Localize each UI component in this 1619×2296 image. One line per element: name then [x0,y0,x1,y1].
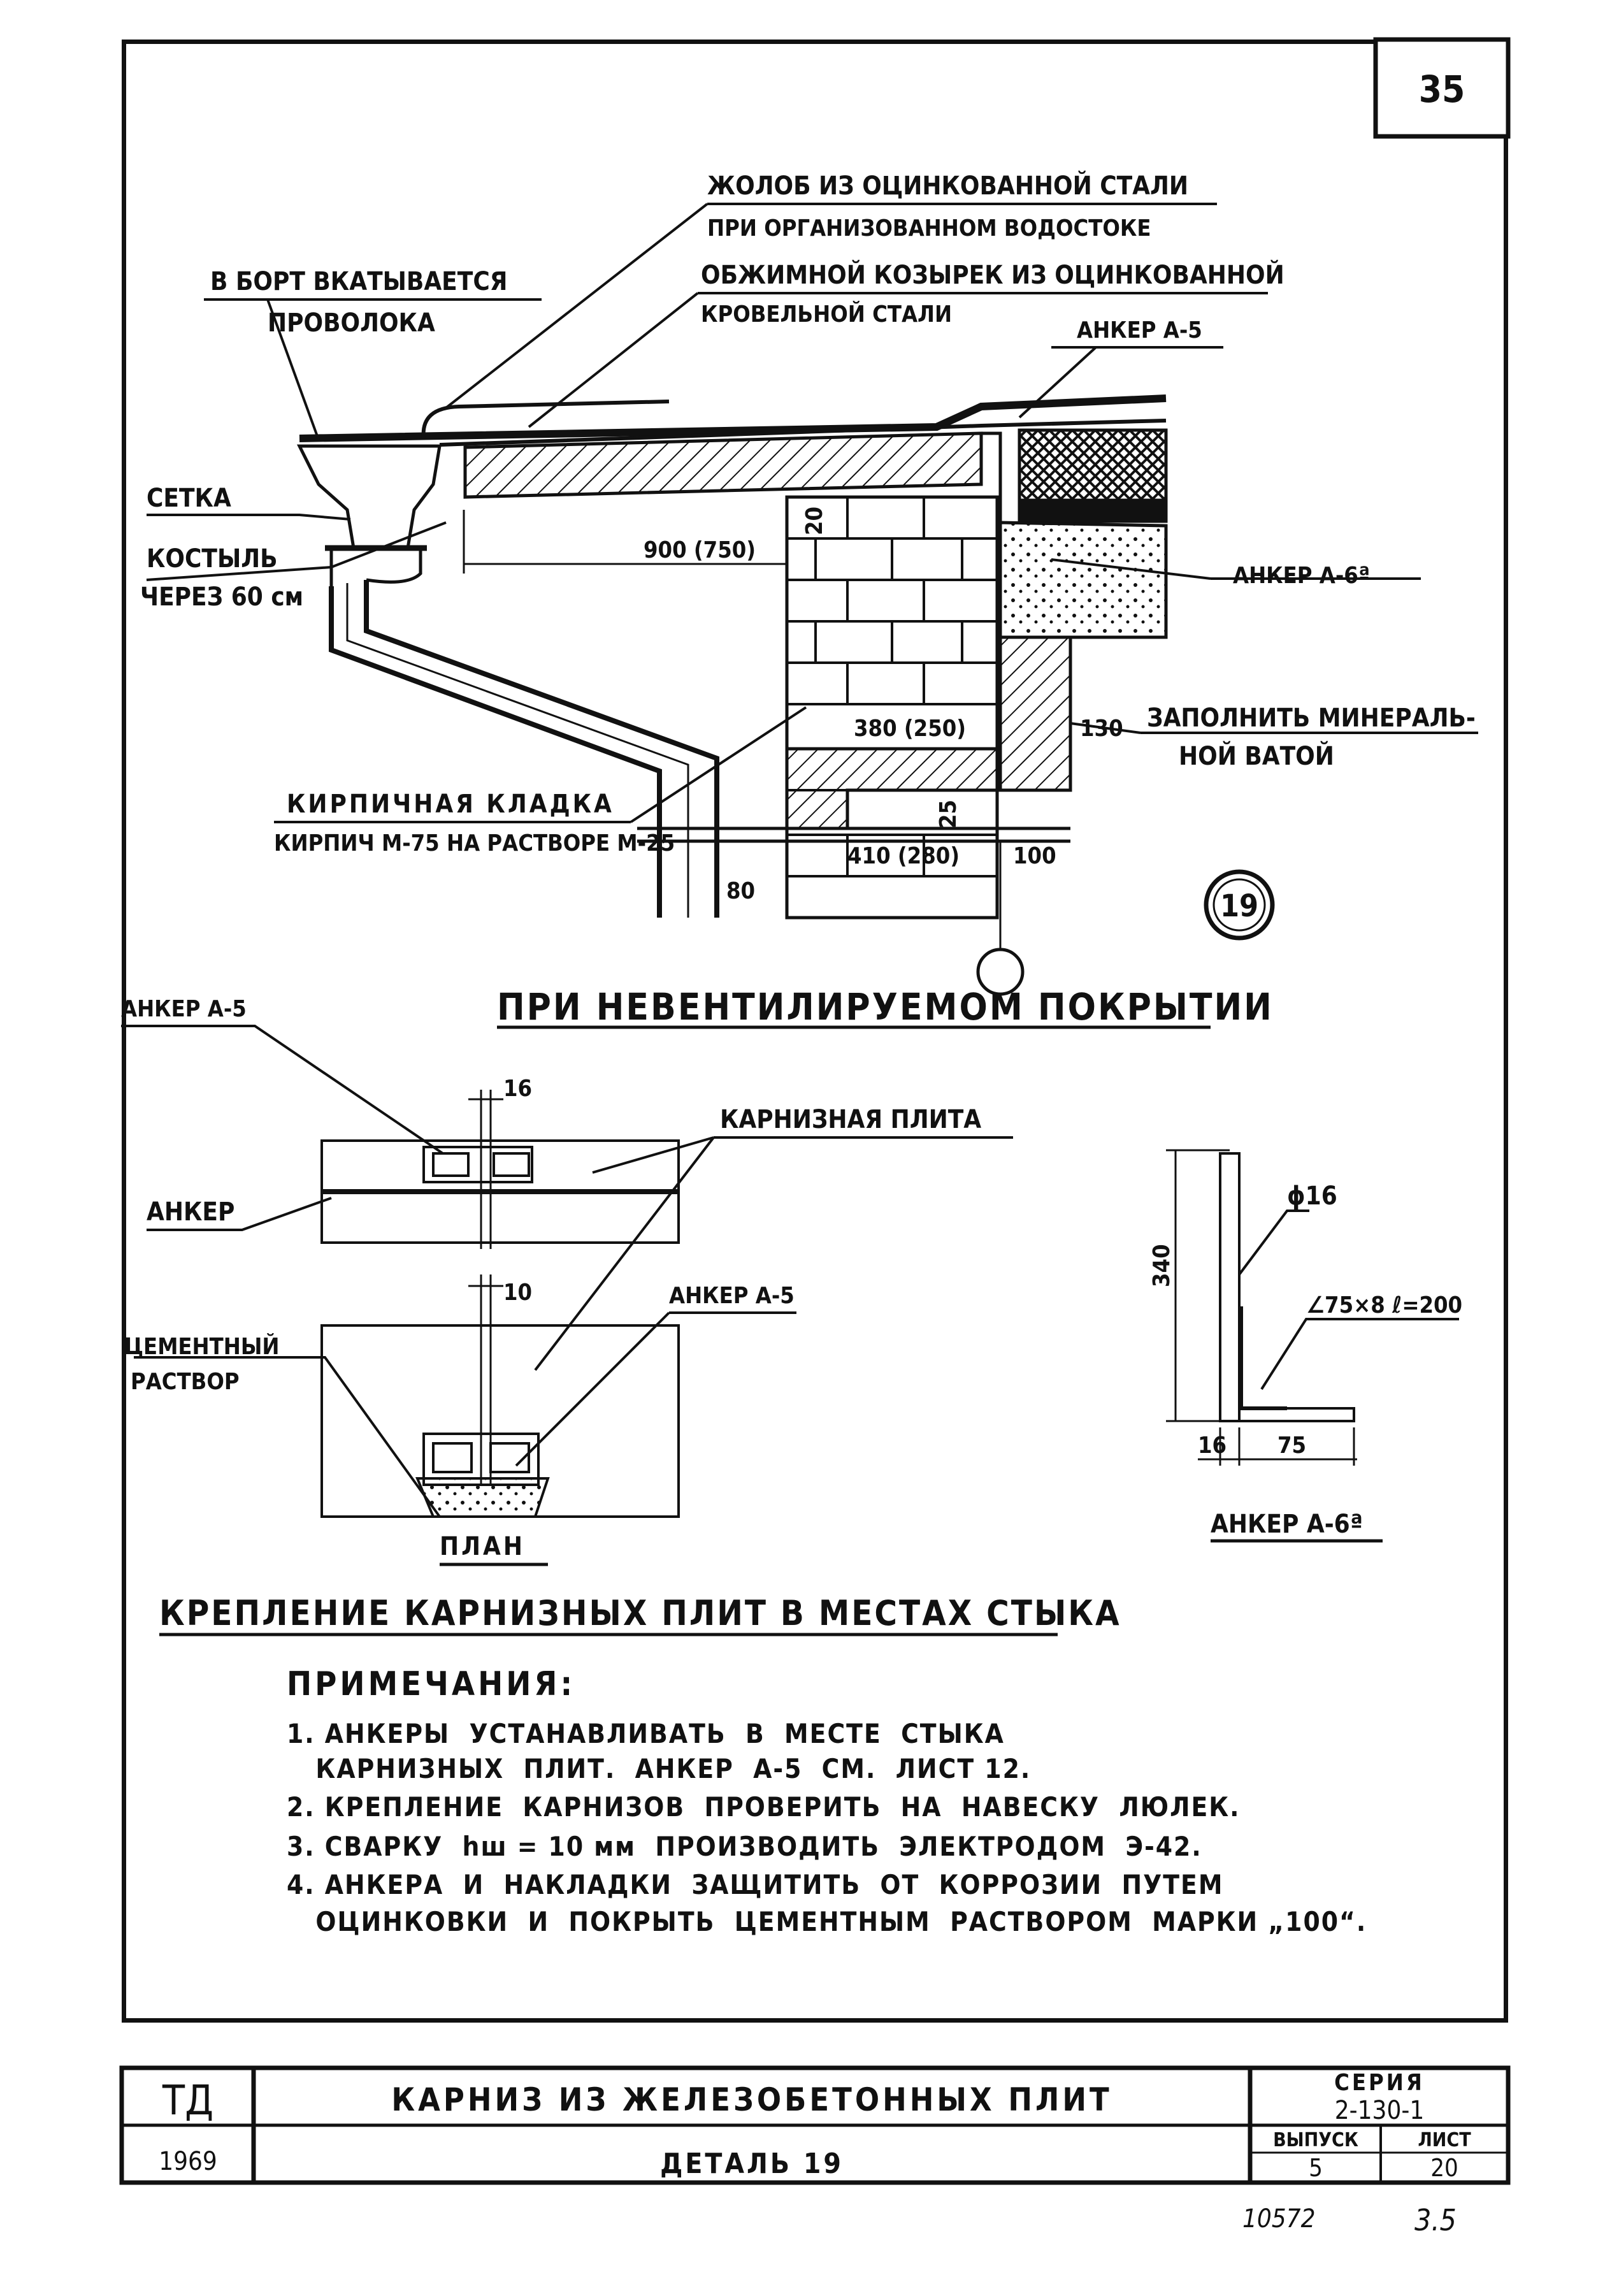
notes-block: ПРИМЕЧАНИЯ: 1. АНКЕРЫ УСТАНАВЛИВАТЬ В МЕ… [287,1665,1367,1937]
plan-label: ПЛАН [440,1532,525,1561]
anchor-dimension-340: 340 [1149,1244,1175,1287]
detail-number: 19 [1220,888,1258,924]
anchor-a5-label: АНКЕР А-5 [1077,317,1202,343]
section-title: ПРИ НЕВЕНТИЛИРУЕМОМ ПОКРЫТИИ [497,985,1274,1029]
plan-dimension-10: 10 [503,1280,532,1306]
dimension-25: 25 [935,800,961,828]
visor-label-1: ОБЖИМНОЙ КОЗЫРЕК ИЗ ОЦИНКОВАННОЙ [701,259,1284,290]
mesh-label: СЕТКА [147,484,231,513]
dimension-900: 900 (750) [644,537,756,563]
anchor-a6a-title: АНКЕР А-6ª [1211,1510,1363,1539]
footer-page: 3.5 [1414,2203,1457,2237]
title-block [119,2065,1511,2185]
anchor-a6a-labels: 340 ϕ16 ∠75×8 ℓ=200 16 75 АНКЕР А-6ª [1149,1181,1462,1539]
sheet-label: ЛИСТ [1418,2129,1471,2151]
page-number-box: 35 [1373,37,1511,139]
org-code: ТД [162,2077,213,2125]
gutter-label-2: ПРИ ОРГАНИЗОВАННОМ ВОДОСТОКЕ [707,215,1151,242]
title-block-text: ТД 1969 КАРНИЗ ИЗ ЖЕЛЕЗОБЕТОННЫХ ПЛИТ ДЕ… [159,2070,1471,2182]
masonry-label-1: КИРПИЧНАЯ КЛАДКА [287,790,614,819]
note-line-6: ОЦИНКОВКИ И ПОКРЫТЬ ЦЕМЕНТНЫМ РАСТВОРОМ … [287,1906,1367,1937]
drawing-subtitle: ДЕТАЛЬ 19 [660,2148,844,2180]
dimension-20: 20 [802,507,828,535]
issue-label: ВЫПУСК [1273,2129,1358,2151]
plan-dimension-16: 16 [503,1076,532,1102]
page-number: 35 [1419,68,1465,111]
note-line-2: КАРНИЗНЫХ ПЛИТ. АНКЕР А-5 СМ. ЛИСТ 12. [287,1753,1031,1784]
axis-marker-circle [976,948,1025,996]
gutter-label-1: ЖОЛОБ ИЗ ОЦИНКОВАННОЙ СТАЛИ [707,170,1188,201]
fill-wool-label-1: ЗАПОЛНИТЬ МИНЕРАЛЬ- [1147,704,1476,733]
sheet-value: 20 [1430,2154,1458,2182]
cement-mortar-label-2: РАСТВОР [131,1369,240,1395]
dimension-80: 80 [726,878,755,904]
note-line-4: 3. СВАРКУ hш = 10 мм ПРОИЗВОДИТЬ ЭЛЕКТРО… [287,1831,1202,1862]
anchor-dimension-75: 75 [1277,1433,1306,1459]
notes-heading: ПРИМЕЧАНИЯ: [287,1665,575,1703]
wire-label-1: В БОРТ ВКАТЫВАЕТСЯ [210,267,507,296]
plan-anchor-a5-top-label: АНКЕР А-5 [121,996,247,1022]
section-dimensions: 900 (750) 20 380 (250) 130 25 410 (280) … [644,507,1123,904]
plan-drawing [121,1025,1013,1518]
anchor-a6a-drawing [1166,1149,1459,1466]
dimension-130: 130 [1080,716,1123,742]
note-line-3: 2. КРЕПЛЕНИЕ КАРНИЗОВ ПРОВЕРИТЬ НА НАВЕС… [287,1791,1241,1823]
dimension-410: 410 (280) [847,843,960,869]
wire-label-2: ПРОВОЛОКА [268,308,435,338]
anchor-angle-label: ∠75×8 ℓ=200 [1306,1292,1462,1318]
section-labels: ЖОЛОБ ИЗ ОЦИНКОВАННОЙ СТАЛИ ПРИ ОРГАНИЗО… [140,170,1476,856]
plan-anchor-label: АНКЕР [147,1197,234,1227]
masonry-label-2: КИРПИЧ М-75 НА РАСТВОРЕ М-25 [274,830,675,856]
plan-anchor-a5-bottom-label: АНКЕР А-5 [669,1283,795,1309]
cement-mortar-label-1: ЦЕМЕНТНЫЙ [124,1333,280,1360]
series-value: 2-130-1 [1335,2096,1424,2125]
detail-number-badge: 19 [1204,869,1275,941]
anchor-dimension-16: 16 [1198,1433,1227,1459]
dimension-380: 380 (250) [854,716,966,742]
drawing-title: КАРНИЗ ИЗ ЖЕЛЕЗОБЕТОННЫХ ПЛИТ [391,2081,1112,2118]
issue-value: 5 [1309,2154,1323,2182]
fill-wool-label-2: НОЙ ВАТОЙ [1179,740,1334,771]
note-line-5: 4. АНКЕРА И НАКЛАДКИ ЗАЩИТИТЬ ОТ КОРРОЗИ… [287,1869,1223,1900]
series-label: СЕРИЯ [1334,2070,1425,2096]
anchor-phi16-label: ϕ16 [1287,1181,1337,1211]
crutch-label-1: КОСТЫЛЬ [147,544,278,574]
section-leader-lines [146,203,1478,823]
plan-section-title: КРЕПЛЕНИЕ КАРНИЗНЫХ ПЛИТ В МЕСТАХ СТЫКА [159,1593,1121,1633]
cornice-slab-label: КАРНИЗНАЯ ПЛИТА [720,1105,981,1134]
dimension-100: 100 [1013,843,1056,869]
visor-label-2: КРОВЕЛЬНОЙ СТАЛИ [701,301,952,328]
year: 1969 [159,2147,217,2176]
drawing-frame [122,40,1508,2023]
anchor-a6a-label: АНКЕР А-6ª [1233,563,1370,589]
crutch-label-2: ЧЕРЕЗ 60 см [140,582,303,612]
plan-labels: АНКЕР А-5 КАРНИЗНАЯ ПЛИТА АНКЕР АНКЕР А-… [121,996,981,1561]
note-line-1: 1. АНКЕРЫ УСТАНАВЛИВАТЬ В МЕСТЕ СТЫКА [287,1718,1005,1749]
cornice-section-drawing [296,394,1168,953]
footer-code: 10572 [1242,2204,1315,2234]
